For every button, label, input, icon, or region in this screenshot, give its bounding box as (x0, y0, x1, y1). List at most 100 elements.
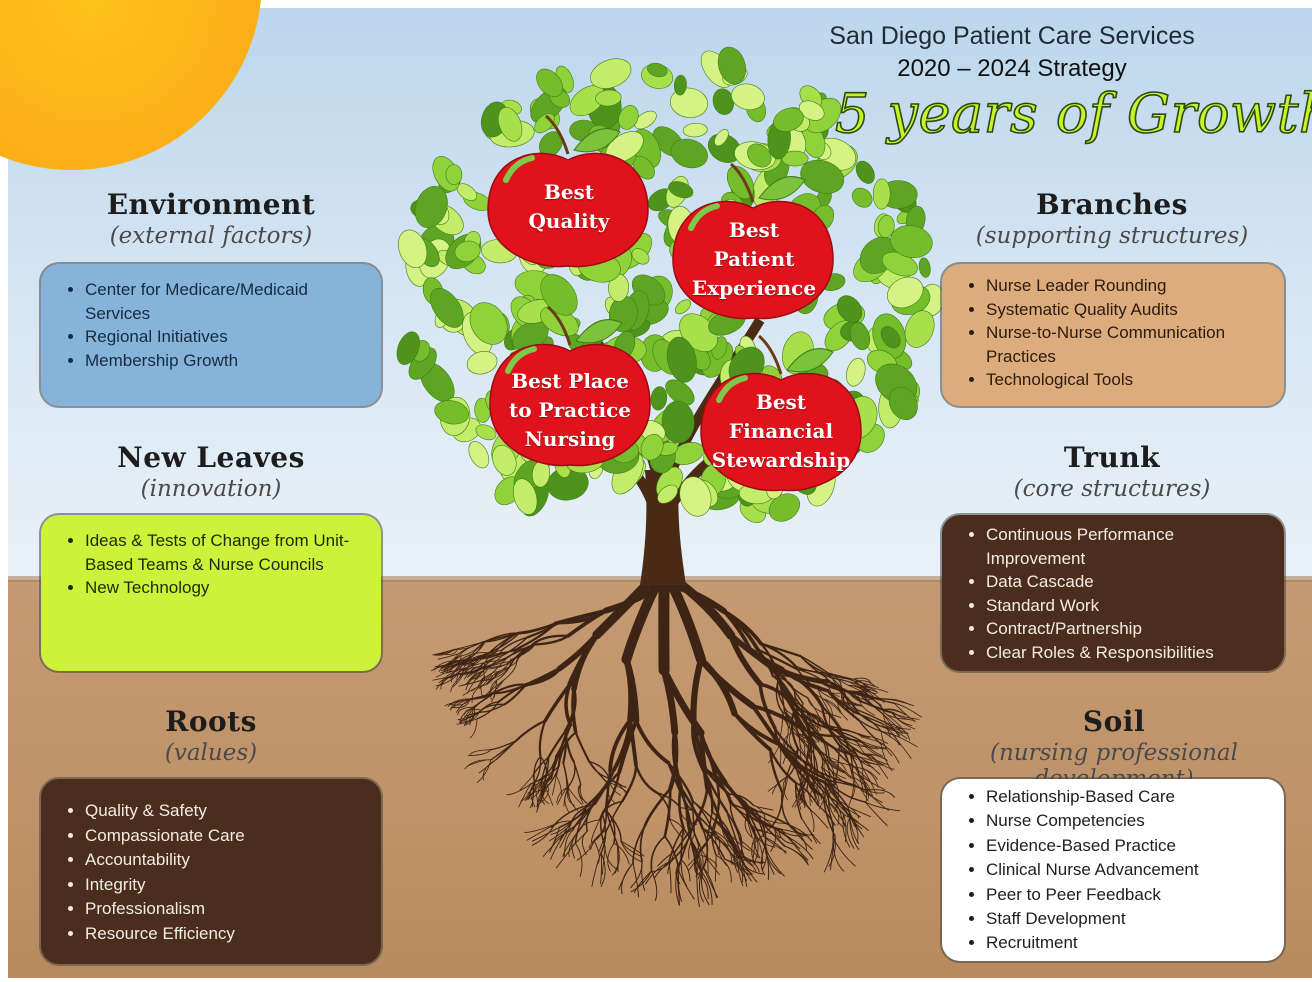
root-strand (501, 636, 529, 651)
root-strand (711, 811, 732, 836)
root-strand (841, 692, 851, 710)
root-strand (592, 580, 651, 640)
leaf (414, 186, 448, 228)
root-strand (862, 685, 885, 703)
root-strand (744, 802, 756, 837)
root-strand (861, 753, 889, 766)
root-strand (464, 665, 481, 680)
root-strand (477, 701, 500, 715)
root-strand (714, 854, 717, 882)
root-strand (606, 800, 623, 831)
root-strand (858, 719, 893, 735)
list-item: Clinical Nurse Advancement (986, 858, 1268, 882)
root-strand (797, 734, 806, 757)
root-strand (549, 824, 572, 842)
apple-leaf (573, 128, 621, 153)
root-strand (758, 682, 777, 730)
root-strand (821, 705, 841, 747)
root-strand (623, 656, 640, 725)
root-strand (789, 837, 814, 860)
root-strand (893, 712, 920, 720)
root-strand (514, 719, 547, 743)
root-strand (531, 823, 556, 846)
root-strand (736, 853, 744, 887)
leaf (661, 400, 695, 444)
leaf (717, 46, 746, 85)
root-strand (598, 828, 608, 853)
root-strand (581, 830, 588, 856)
environment-list: Center for Medicare/Medicaid Services Re… (61, 278, 365, 372)
root-strand (789, 837, 809, 861)
root-strand (828, 756, 848, 774)
root-strand (809, 747, 819, 781)
root-strand (536, 789, 544, 813)
root-strand (667, 582, 728, 615)
leaf (665, 379, 695, 406)
new-leaves-list: Ideas & Tests of Change from Unit-Based … (61, 529, 365, 600)
root-strand (860, 700, 893, 714)
root-strand (828, 802, 840, 826)
root-strand (798, 733, 802, 758)
root-strand (770, 824, 777, 852)
root-strand (528, 781, 542, 800)
root-strand (574, 804, 588, 844)
root-strand (821, 705, 847, 742)
root-strand (571, 687, 578, 735)
root-strand (459, 652, 490, 661)
root-strand (488, 632, 520, 654)
root-strand (605, 810, 619, 846)
root-strand (844, 739, 864, 770)
root-strand (725, 810, 741, 842)
leaf (855, 160, 875, 184)
root-strand (832, 746, 856, 768)
root-strand (536, 789, 544, 811)
root-strand (678, 785, 685, 830)
apple-stem (544, 114, 570, 155)
root-strand (821, 767, 838, 787)
root-strand (621, 763, 638, 803)
root-strand (490, 740, 517, 751)
new-leaves-heading: New Leaves (innovation) (41, 441, 381, 502)
root-strand (862, 768, 877, 795)
soil-list: Relationship-Based Care Nurse Competenci… (962, 785, 1268, 956)
leaf (434, 400, 469, 425)
apple-highlight (503, 155, 535, 183)
apple-line: Experience (691, 276, 817, 300)
root-strand (437, 653, 459, 660)
root-strand (464, 663, 483, 675)
root-strand (482, 633, 515, 643)
root-strand (854, 680, 876, 688)
root-strand (523, 667, 562, 688)
root-strand (864, 801, 900, 812)
root-strand (835, 748, 857, 755)
root-strand (783, 732, 792, 750)
root-strand (568, 786, 575, 807)
root-strand (752, 824, 774, 845)
leaf (726, 165, 755, 200)
root-strand (854, 681, 877, 695)
root-strand (807, 711, 820, 727)
list-item: Standard Work (986, 594, 1268, 618)
leaf (888, 386, 918, 421)
apple-line: to Practice (509, 398, 631, 422)
root-strand (464, 759, 492, 770)
root-strand (676, 872, 680, 905)
root-strand (452, 667, 469, 688)
list-item: Staff Development (986, 907, 1268, 931)
root-strand (494, 679, 505, 698)
root-strand (457, 713, 479, 721)
root-strand (562, 833, 577, 857)
root-strand (756, 817, 786, 847)
root-strand (893, 702, 922, 718)
leaf (536, 68, 563, 98)
list-item: Peer to Peer Feedback (986, 883, 1268, 907)
root-strand (462, 684, 486, 696)
root-strand (715, 819, 738, 855)
root-strand (667, 761, 694, 803)
root-strand (620, 840, 642, 857)
root-strand (488, 661, 511, 668)
root-strand (832, 761, 859, 770)
root-strand (809, 809, 829, 829)
root-strand (480, 675, 485, 698)
root-strand (843, 813, 847, 843)
